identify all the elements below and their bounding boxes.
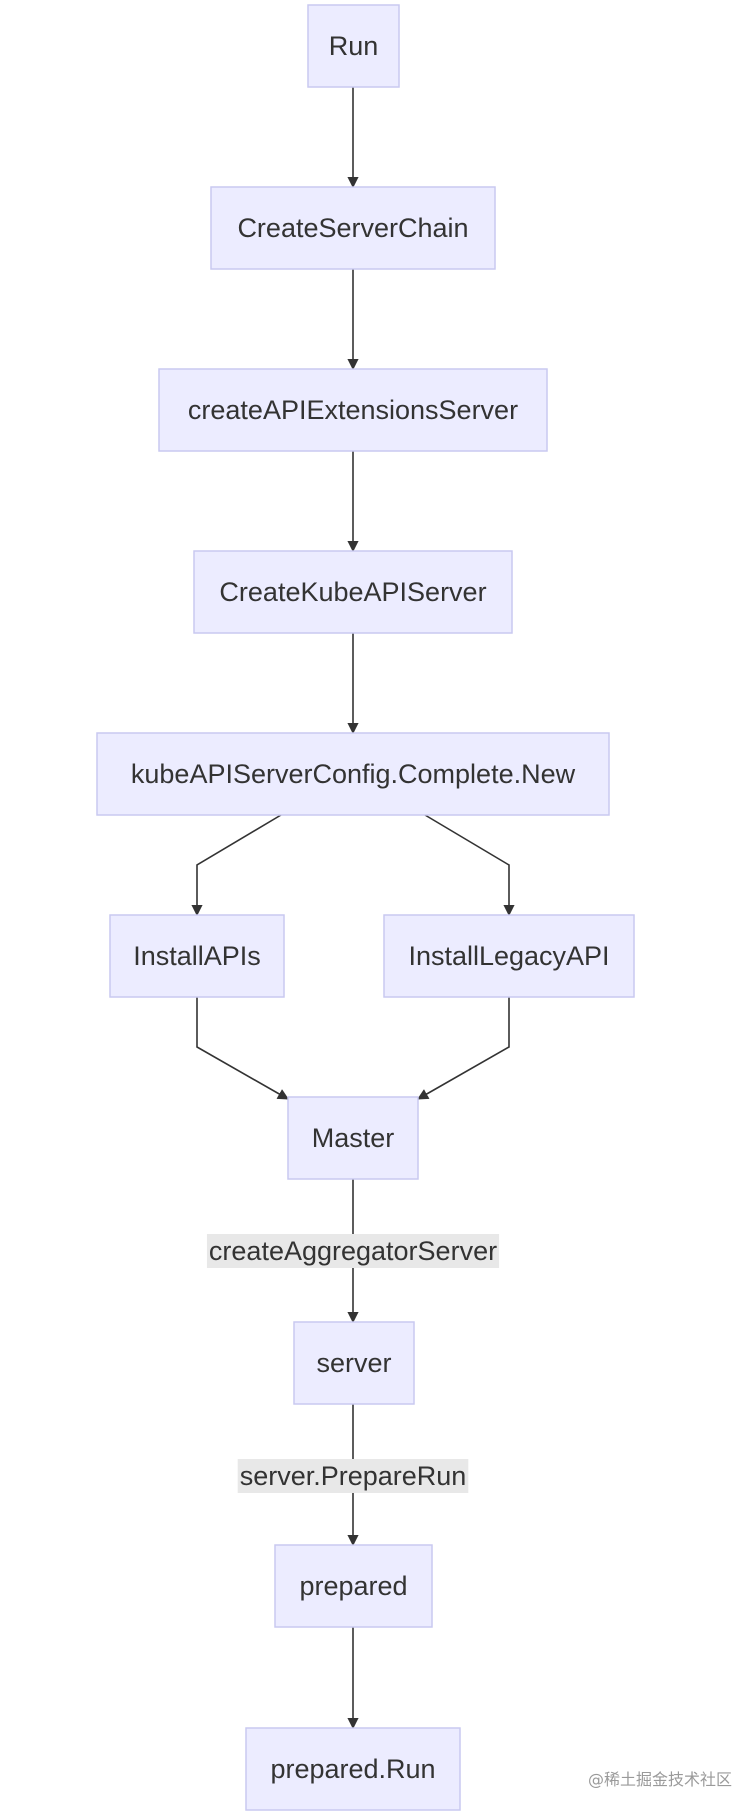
node-create-kube-api-server: CreateKubeAPIServer — [193, 550, 513, 634]
edge-label-background — [206, 1234, 500, 1268]
edge-line — [424, 814, 515, 917]
node-label: createAPIExtensionsServer — [188, 395, 518, 425]
node-create-api-extensions-server: createAPIExtensionsServer — [158, 368, 548, 452]
node-box — [96, 732, 610, 816]
edge-line — [417, 997, 510, 1100]
edge-line — [191, 814, 282, 917]
node-prepared-run: prepared.Run — [245, 1727, 461, 1811]
node-label: Run — [329, 31, 379, 61]
edge-install-apis-to-master — [196, 997, 289, 1100]
edge-label-master-to-server: createAggregatorServer — [206, 1234, 500, 1268]
node-run: Run — [307, 4, 400, 88]
node-box — [293, 1321, 415, 1405]
edge-kube-api-server-config-complete-new-to-install-legacy-api — [424, 814, 515, 917]
node-label: Master — [312, 1123, 395, 1153]
node-box — [307, 4, 400, 88]
node-label: prepared — [299, 1571, 407, 1601]
node-label: InstallLegacyAPI — [408, 941, 609, 971]
node-label: InstallAPIs — [133, 941, 261, 971]
node-install-legacy-api: InstallLegacyAPI — [383, 914, 635, 998]
edge-install-legacy-api-to-master — [417, 997, 510, 1100]
node-label: CreateServerChain — [237, 213, 468, 243]
node-label: server — [316, 1348, 391, 1378]
node-prepared: prepared — [274, 1544, 433, 1628]
watermark: @稀土掘金技术社区 — [587, 1770, 732, 1789]
edge-label-text: createAggregatorServer — [209, 1236, 497, 1266]
node-kube-api-server-config-complete-new: kubeAPIServerConfig.Complete.New — [96, 732, 610, 816]
node-box — [383, 914, 635, 998]
node-master: Master — [287, 1096, 419, 1180]
node-box — [109, 914, 285, 998]
node-box — [193, 550, 513, 634]
node-label: CreateKubeAPIServer — [219, 577, 486, 607]
node-box — [245, 1727, 461, 1811]
node-server: server — [293, 1321, 415, 1405]
edge-label-background — [237, 1459, 469, 1493]
node-install-apis: InstallAPIs — [109, 914, 285, 998]
edge-kube-api-server-config-complete-new-to-install-apis — [191, 814, 282, 917]
node-box — [274, 1544, 433, 1628]
node-create-server-chain: CreateServerChain — [210, 186, 496, 270]
node-box — [210, 186, 496, 270]
node-label: prepared.Run — [270, 1754, 435, 1784]
edge-line — [196, 997, 289, 1100]
node-label: kubeAPIServerConfig.Complete.New — [131, 759, 576, 789]
node-box — [158, 368, 548, 452]
edge-label-text: server.PrepareRun — [240, 1461, 467, 1491]
edge-label-server-to-prepared: server.PrepareRun — [237, 1459, 469, 1493]
node-box — [287, 1096, 419, 1180]
